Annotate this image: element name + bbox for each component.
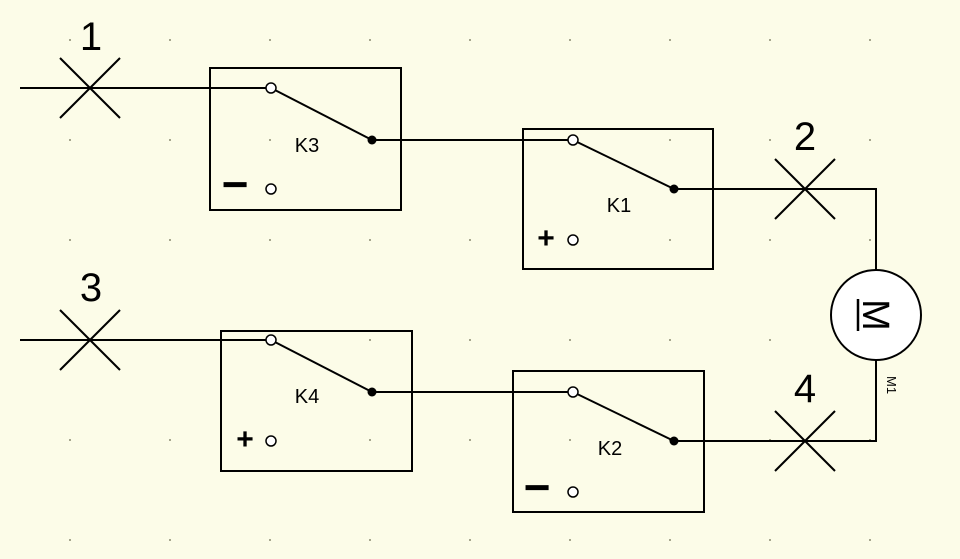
relay-label: K2	[598, 438, 622, 460]
grid-dot	[769, 339, 771, 341]
grid-dot	[869, 39, 871, 41]
relay-polarity: −	[222, 158, 249, 210]
relay-box	[522, 128, 714, 270]
grid-dot	[569, 539, 571, 541]
coil-pin	[567, 234, 579, 246]
grid-dot	[669, 39, 671, 41]
relay-box	[220, 330, 413, 472]
relay-k2: K2 −	[512, 370, 705, 513]
grid-dot	[169, 139, 171, 141]
grid-dot	[669, 539, 671, 541]
grid-dot	[169, 39, 171, 41]
grid-dot	[569, 339, 571, 341]
grid-dot	[569, 39, 571, 41]
grid-dot	[869, 239, 871, 241]
relay-k3: K3 −	[209, 67, 402, 211]
motor-symbol: M	[854, 299, 896, 331]
grid-dot	[469, 39, 471, 41]
grid-dot	[269, 39, 271, 41]
common-pin	[567, 386, 579, 398]
grid-dot	[369, 339, 371, 341]
grid-dot	[69, 539, 71, 541]
grid-dot	[669, 139, 671, 141]
switch-contact	[270, 339, 373, 393]
common-pin	[567, 134, 579, 146]
grid-dot	[469, 439, 471, 441]
motor-designator: M1	[884, 376, 899, 394]
relay-k1: K1 +	[522, 128, 714, 270]
wire-k2-motor	[674, 360, 877, 442]
grid-dot	[469, 339, 471, 341]
relay-box	[209, 67, 402, 211]
relay-box	[512, 370, 705, 513]
terminal-label: 3	[80, 266, 102, 310]
common-pin	[265, 82, 277, 94]
grid-dot	[269, 139, 271, 141]
terminal-4: 4	[774, 367, 836, 472]
motor-m1: M M1	[830, 269, 922, 394]
relay-polarity: +	[537, 222, 555, 255]
grid-dot	[169, 439, 171, 441]
switch-contact	[572, 391, 675, 442]
terminal-label: 2	[794, 115, 816, 159]
grid-dot	[269, 239, 271, 241]
grid-dot	[769, 39, 771, 41]
common-pin	[265, 334, 277, 346]
terminal-3: 3	[59, 266, 121, 371]
relay-k4: K4 +	[220, 330, 413, 472]
grid-dot	[69, 139, 71, 141]
grid-dot	[469, 239, 471, 241]
relay-label: K1	[607, 195, 631, 217]
grid-dot	[269, 539, 271, 541]
terminal-cross-line	[59, 57, 121, 119]
terminal-label: 1	[80, 15, 102, 59]
grid-dot	[569, 439, 571, 441]
terminal-2: 2	[774, 115, 836, 220]
grid-dot	[469, 539, 471, 541]
grid-dot	[169, 539, 171, 541]
switch-contact	[572, 139, 675, 190]
motor-symbol-group: M	[854, 299, 896, 331]
output-pin	[669, 436, 679, 446]
grid-dot	[769, 239, 771, 241]
wires	[20, 87, 877, 442]
grid-dot	[69, 239, 71, 241]
grid-dot	[169, 239, 171, 241]
coil-pin	[265, 435, 277, 447]
wire-k1-motor	[674, 188, 877, 272]
switch-contact	[270, 87, 373, 141]
terminal-cross-line	[774, 158, 836, 220]
terminal-cross-line	[774, 410, 836, 472]
coil-pin	[265, 183, 277, 195]
output-pin	[367, 387, 377, 397]
output-pin	[669, 184, 679, 194]
grid-dot	[369, 239, 371, 241]
grid-dot	[769, 539, 771, 541]
relay-polarity: −	[524, 461, 551, 513]
relay-polarity: +	[236, 423, 254, 456]
grid-dot	[369, 39, 371, 41]
motor-designator-group: M1	[884, 376, 899, 394]
motor-circle	[830, 269, 922, 361]
grid-dot	[869, 139, 871, 141]
output-pin	[367, 135, 377, 145]
grid-dot	[669, 239, 671, 241]
terminal-cross-line	[59, 309, 121, 371]
coil-pin	[567, 486, 579, 498]
grid-dot	[369, 439, 371, 441]
relay-label: K4	[295, 386, 319, 408]
grid-dot	[769, 139, 771, 141]
grid-dot	[69, 39, 71, 41]
terminal-1: 1	[59, 15, 121, 119]
grid-dot	[369, 539, 371, 541]
grid-dot	[869, 539, 871, 541]
terminal-label: 4	[794, 367, 816, 411]
relay-label: K3	[295, 135, 319, 157]
grid-dot	[69, 439, 71, 441]
grid-dot	[669, 339, 671, 341]
